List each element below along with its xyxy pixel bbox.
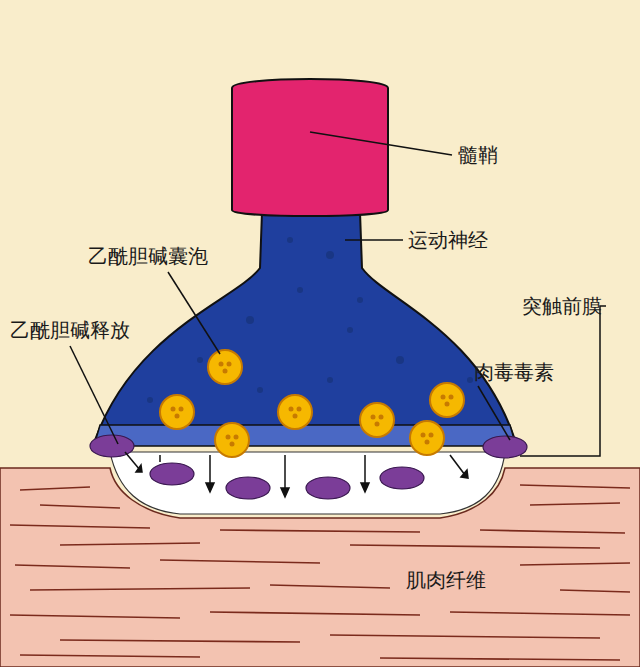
part-label: 乙酰胆碱囊泡 — [86, 244, 210, 268]
muscle-fiber — [0, 468, 640, 667]
part-label: 运动神经 — [406, 228, 490, 252]
part-label: 髓鞘 — [456, 143, 500, 167]
part-label: 突触前膜 — [520, 294, 604, 318]
part-label: 肌肉纤维 — [404, 568, 488, 592]
release-arrows — [125, 452, 468, 497]
part-label: 肉毒毒素 — [472, 360, 556, 384]
myelin-sheath — [232, 79, 388, 216]
synaptic-cleft — [110, 452, 505, 514]
presynaptic-membrane — [94, 425, 516, 446]
leader-lines — [70, 132, 606, 456]
part-label: 乙酰胆碱释放 — [8, 318, 132, 342]
acetylcholine-vesicles — [160, 350, 464, 457]
botulinum-toxin — [90, 435, 527, 499]
